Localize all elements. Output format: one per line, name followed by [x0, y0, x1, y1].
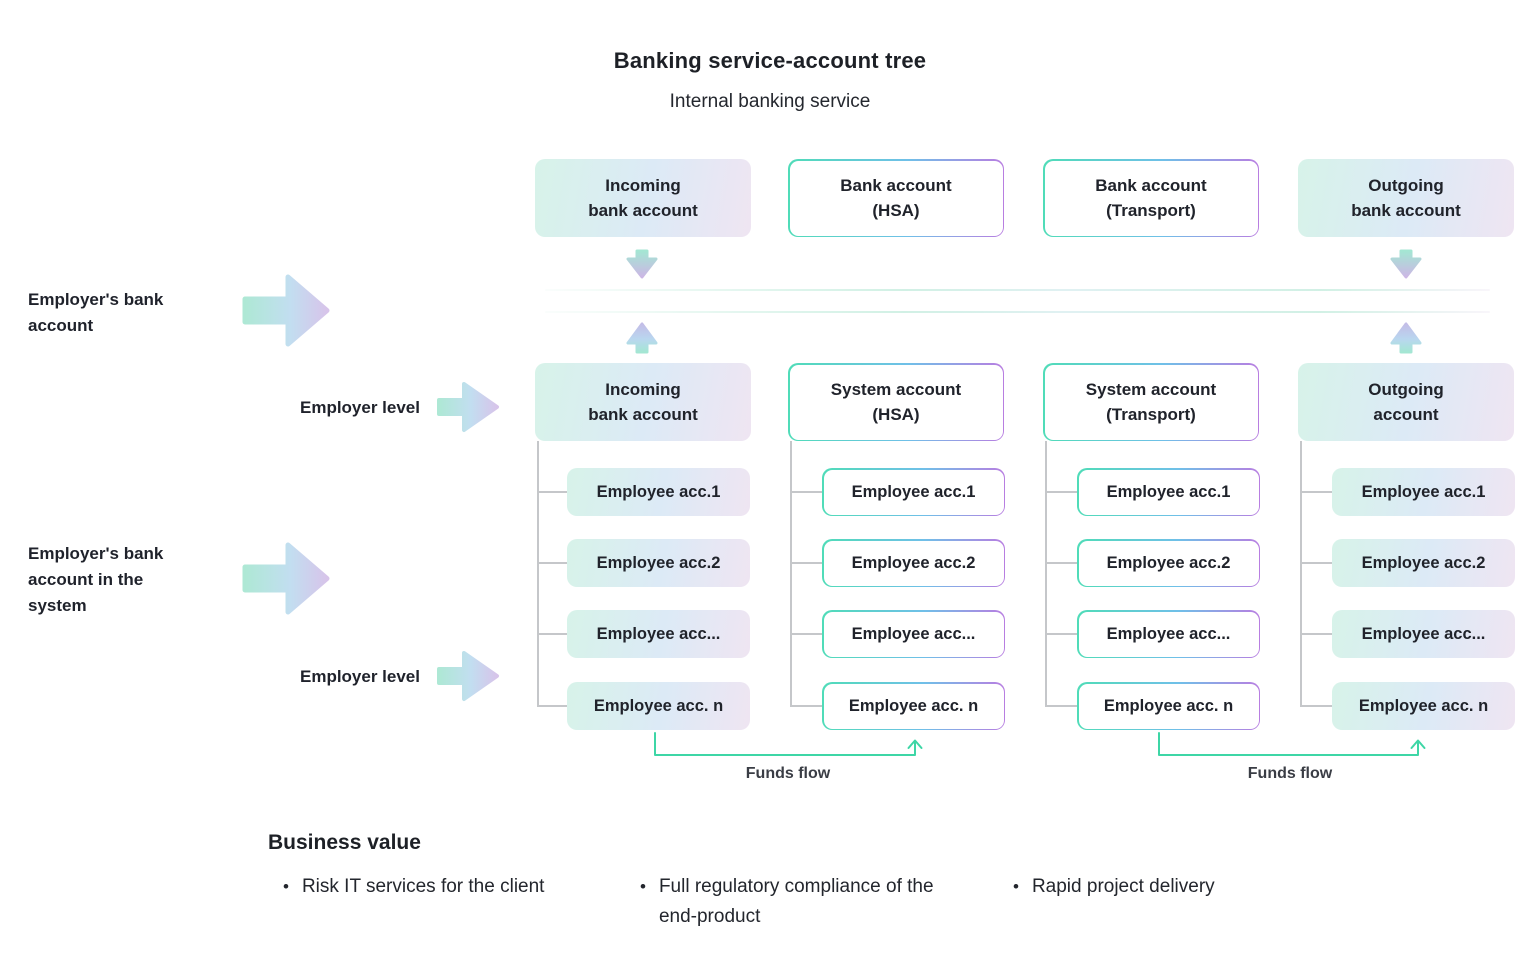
- node-employee-account: Employee acc.1: [1077, 468, 1260, 516]
- annotation-employer-level: Employer level: [299, 667, 420, 686]
- business-value-heading: Business value: [268, 831, 421, 854]
- bullet-icon: •: [283, 877, 289, 896]
- node-employee-account: Employee acc...: [822, 610, 1005, 658]
- node-employee-account: Employee acc...: [1077, 610, 1260, 658]
- node-label: Employee acc.2: [1078, 540, 1259, 586]
- funds-flow-arrow: [1158, 732, 1419, 756]
- node-employee-account: Employee acc. n: [567, 682, 750, 730]
- node-employee-account: Employee acc.2: [1077, 539, 1260, 587]
- funds-flow-arrowhead: [1410, 739, 1426, 749]
- business-value-text: Full regulatory compliance of the end-pr…: [658, 876, 934, 927]
- node-incoming-bank-account-top: Incoming bank account: [535, 159, 751, 237]
- node-bank-account-hsa: Bank account (HSA): [788, 159, 1004, 237]
- tree-connector: [537, 441, 539, 706]
- right-arrow-icon: [242, 542, 330, 615]
- funds-flow-arrowhead: [907, 739, 923, 749]
- tree-connector: [1045, 633, 1077, 635]
- node-label: Employee acc...: [1078, 611, 1259, 657]
- node-system-account-hsa: System account (HSA): [788, 363, 1004, 441]
- node-employee-account: Employee acc. n: [1077, 682, 1260, 730]
- business-value-item: • Risk IT services for the client: [283, 872, 544, 902]
- node-label: Employee acc...: [823, 611, 1004, 657]
- tree-connector: [790, 441, 792, 706]
- business-value-text: Risk IT services for the client: [301, 876, 545, 897]
- tree-connector: [1300, 562, 1332, 564]
- tree-connector: [1045, 441, 1047, 706]
- tree-connector: [537, 562, 567, 564]
- tree-connector: [790, 705, 822, 707]
- tree-connector: [1300, 441, 1302, 706]
- down-arrow-icon: [1390, 249, 1422, 279]
- node-label: Employee acc.2: [823, 540, 1004, 586]
- tree-connector: [1300, 491, 1332, 493]
- down-arrow-icon: [626, 249, 658, 279]
- node-employee-account: Employee acc.2: [1332, 539, 1515, 587]
- node-employee-account: Employee acc...: [1332, 610, 1515, 658]
- tree-connector: [1045, 705, 1077, 707]
- tree-connector: [790, 562, 822, 564]
- node-label: Employee acc. n: [823, 683, 1004, 729]
- node-label: Employee acc. n: [1078, 683, 1259, 729]
- node-employee-account: Employee acc.1: [1332, 468, 1515, 516]
- node-employee-account: Employee acc...: [567, 610, 750, 658]
- node-label: System account (HSA): [789, 364, 1003, 440]
- funds-flow-label: Funds flow: [745, 765, 831, 782]
- node-label: Bank account (HSA): [789, 160, 1003, 236]
- node-label: Employee acc.1: [1078, 469, 1259, 515]
- tree-connector: [537, 633, 567, 635]
- diagram-subtitle: Internal banking service: [669, 91, 871, 112]
- node-system-account-transport: System account (Transport): [1043, 363, 1259, 441]
- node-label: Employee acc.1: [823, 469, 1004, 515]
- node-employee-account: Employee acc. n: [1332, 682, 1515, 730]
- funds-flow-label: Funds flow: [1247, 765, 1333, 782]
- annotation-employer-level: Employer level: [299, 398, 420, 417]
- annotation-employers-bank-account-in-system: Employer's bank account in the system: [28, 544, 164, 615]
- node-employee-account: Employee acc.2: [822, 539, 1005, 587]
- node-employee-account: Employee acc. n: [822, 682, 1005, 730]
- business-value-text: Rapid project delivery: [1031, 876, 1215, 897]
- right-arrow-icon: [242, 274, 330, 347]
- node-employee-account: Employee acc.1: [567, 468, 750, 516]
- right-arrow-icon: [437, 651, 499, 701]
- funds-flow-arrow: [654, 732, 916, 756]
- up-arrow-icon: [626, 322, 658, 354]
- tree-connector: [537, 491, 567, 493]
- node-bank-account-transport: Bank account (Transport): [1043, 159, 1259, 237]
- node-outgoing-account-system: Outgoing account: [1298, 363, 1514, 441]
- node-incoming-bank-account-system: Incoming bank account: [535, 363, 751, 441]
- node-label: System account (Transport): [1044, 364, 1258, 440]
- level-divider-line: [545, 289, 1490, 291]
- node-outgoing-bank-account-top: Outgoing bank account: [1298, 159, 1514, 237]
- annotation-employers-bank-account: Employer's bank account: [28, 290, 164, 335]
- right-arrow-icon: [437, 382, 499, 432]
- business-value-item: • Rapid project delivery: [1013, 872, 1215, 902]
- tree-connector: [1300, 633, 1332, 635]
- tree-connector: [790, 633, 822, 635]
- up-arrow-icon: [1390, 322, 1422, 354]
- bullet-icon: •: [1013, 877, 1019, 896]
- tree-connector: [1045, 562, 1077, 564]
- business-value-item: • Full regulatory compliance of the end-…: [640, 872, 944, 932]
- tree-connector: [1300, 705, 1332, 707]
- tree-connector: [790, 491, 822, 493]
- level-divider-line: [545, 311, 1490, 313]
- node-employee-account: Employee acc.1: [822, 468, 1005, 516]
- node-label: Bank account (Transport): [1044, 160, 1258, 236]
- node-employee-account: Employee acc.2: [567, 539, 750, 587]
- tree-connector: [1045, 491, 1077, 493]
- bullet-icon: •: [640, 877, 646, 896]
- tree-connector: [537, 705, 567, 707]
- diagram-title: Banking service-account tree: [613, 48, 927, 73]
